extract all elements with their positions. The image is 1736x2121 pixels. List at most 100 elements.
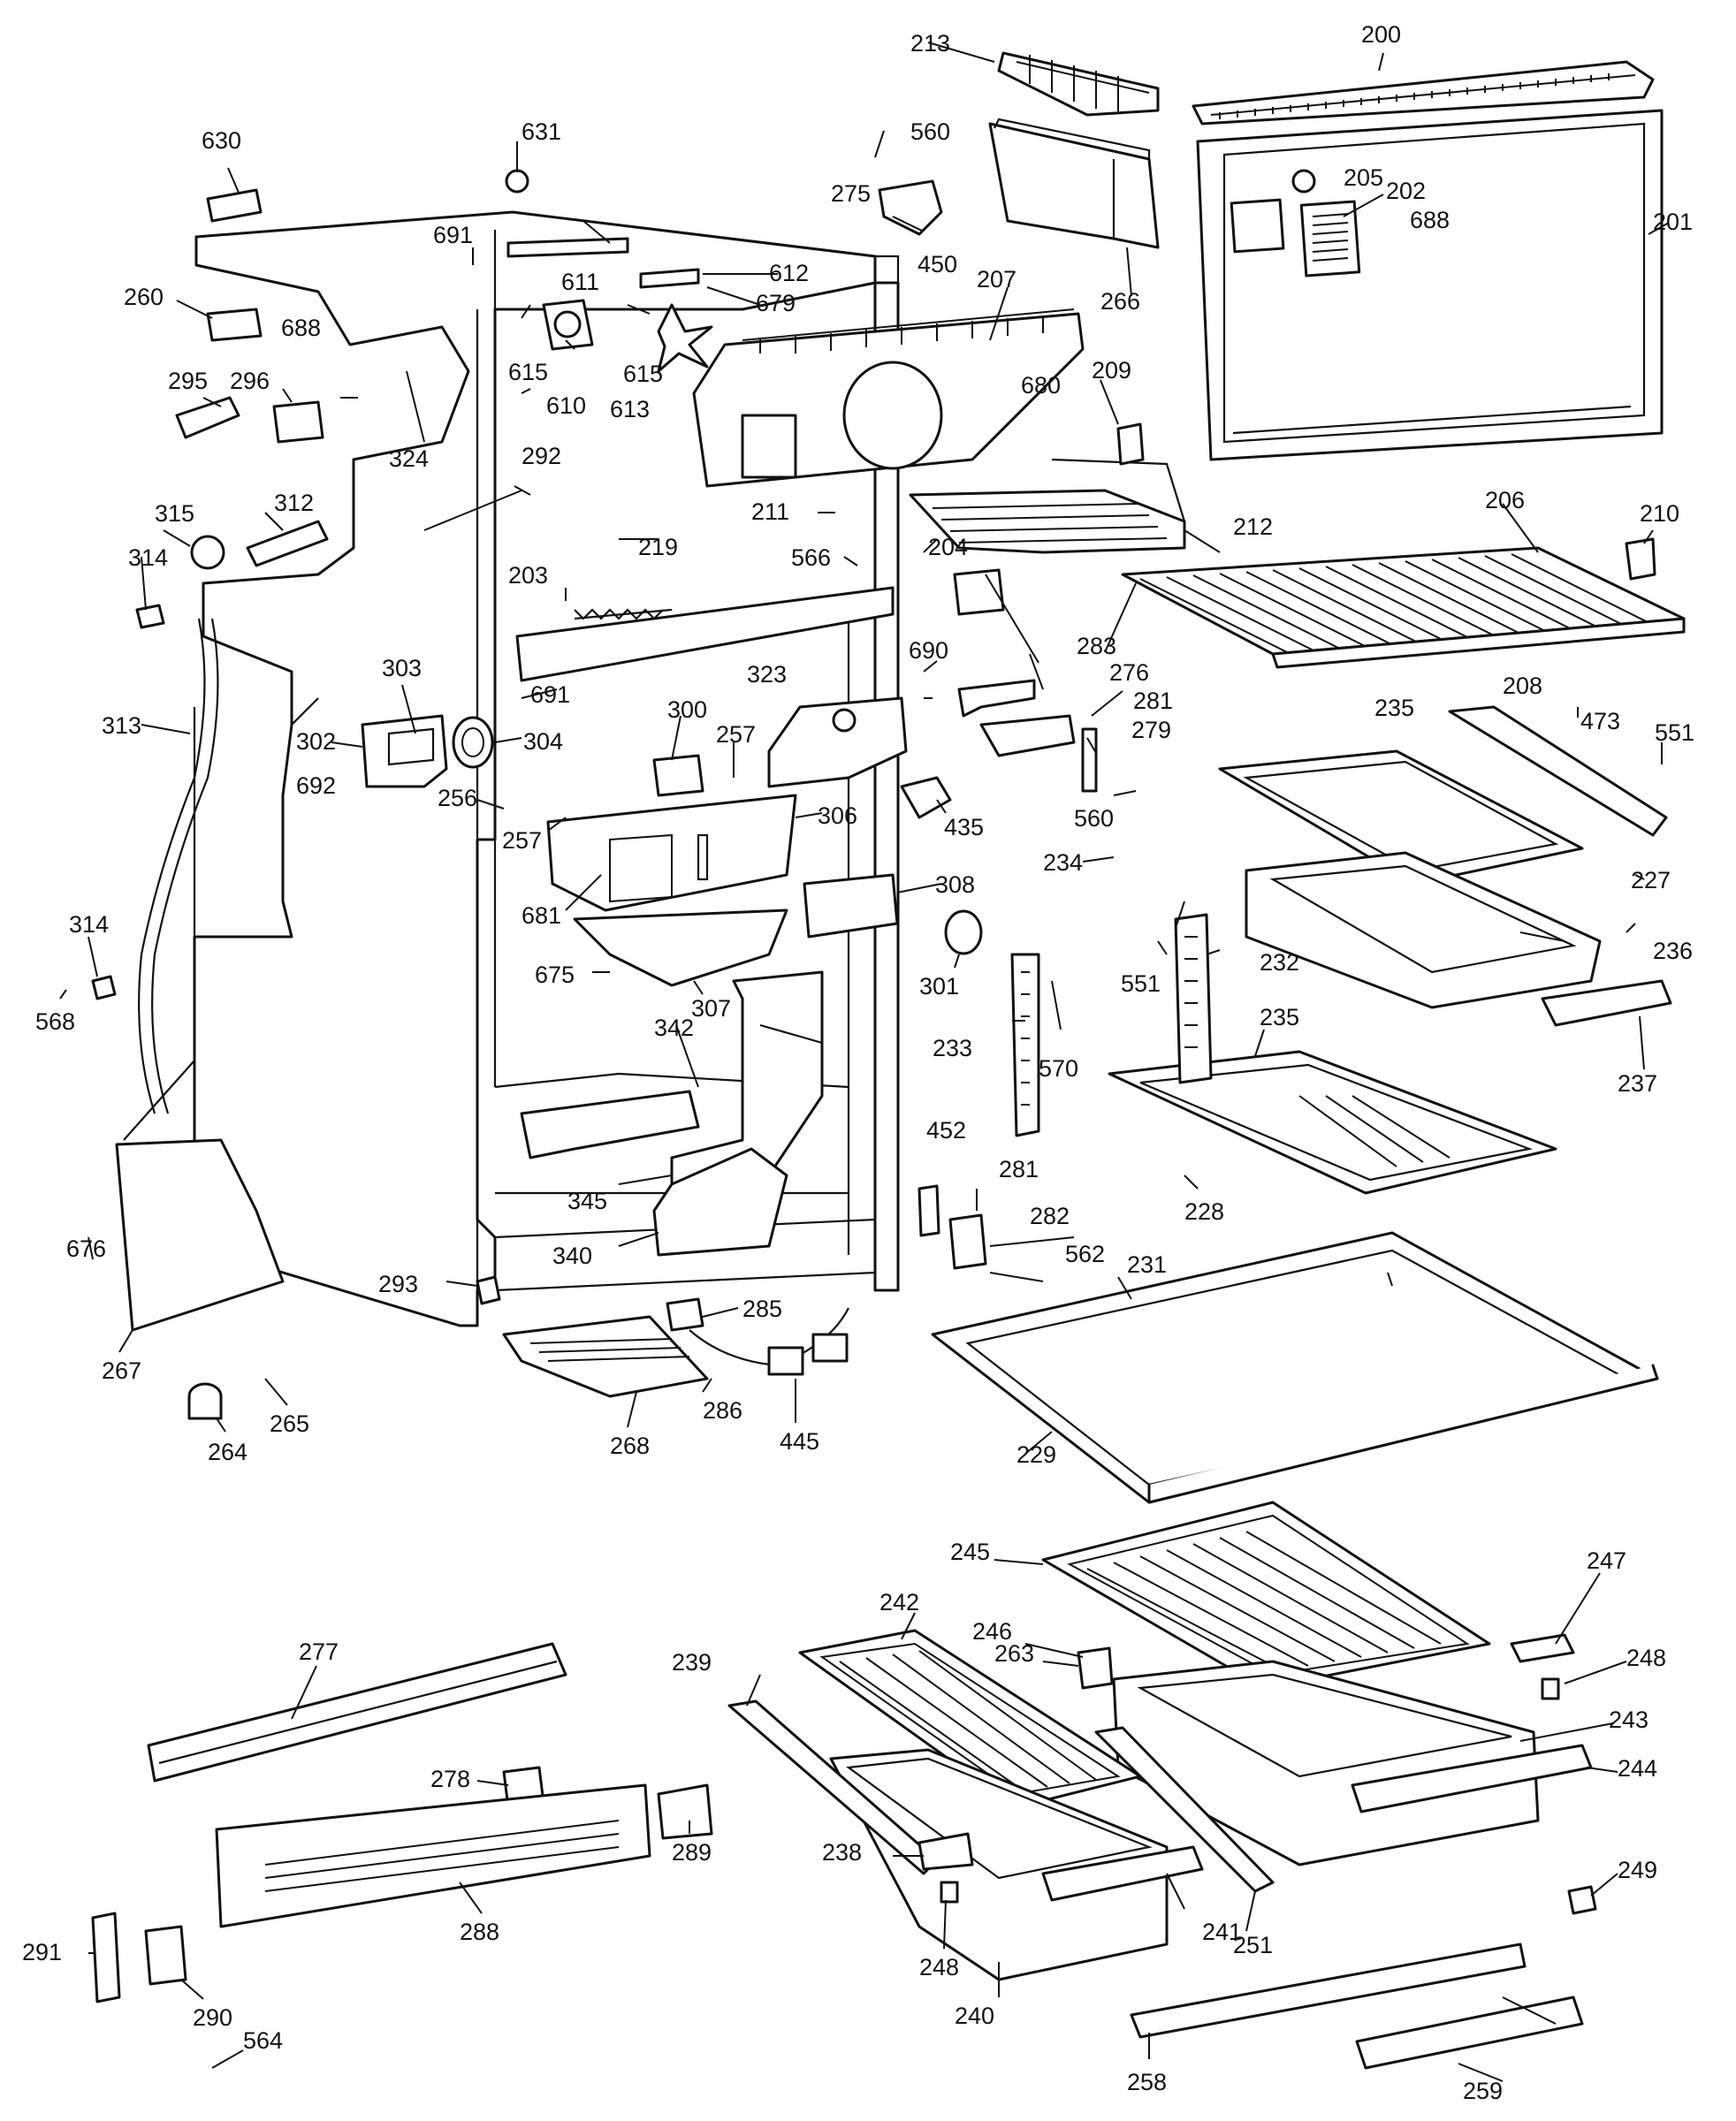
callout-235: 235 [1374,695,1414,721]
callout-342: 342 [654,1015,694,1041]
callout-314b: 314 [69,911,109,938]
evaporator-cover-207 [692,308,1085,488]
grille-clip-289 [657,1783,713,1840]
shelf-ladder-232 [1174,913,1213,1084]
callout-232: 232 [1260,949,1299,976]
callout-562: 562 [1065,1241,1105,1267]
bracket-630 [206,188,263,223]
callout-560: 560 [910,118,950,145]
callout-450: 450 [917,251,957,277]
callout-204: 204 [928,534,968,560]
callout-211: 211 [751,498,789,525]
callout-345: 345 [567,1188,607,1214]
channel-support-342 [520,1090,700,1159]
bracket-612 [639,268,700,289]
callout-551b: 551 [1121,970,1161,997]
callout-452: 452 [926,1117,966,1144]
callout-281b: 281 [999,1156,1039,1182]
shelf-ladder-233 [1010,953,1040,1137]
callout-219: 219 [638,534,678,560]
callout-293: 293 [378,1271,418,1297]
drain-fitting-295 [175,396,240,439]
callout-615b: 615 [623,361,663,387]
drain-tube-313 [138,618,206,1114]
callout-264: 264 [208,1439,247,1465]
callout-312: 312 [274,490,314,516]
callout-688b: 688 [1410,207,1450,233]
callout-281: 281 [1133,688,1173,714]
end-cap-249 [1567,1885,1597,1915]
hinge-pin-279 [1081,727,1098,793]
callout-210: 210 [1640,500,1679,527]
callout-206: 206 [1485,487,1525,513]
callout-258: 258 [1127,2069,1167,2095]
base-rail-277 [147,1642,567,1783]
bracket-204 [953,568,1005,616]
callout-203: 203 [508,562,548,589]
back-panel-267 [115,1138,285,1332]
callout-288: 288 [460,1919,499,1945]
clip-263 [1077,1646,1114,1690]
callout-631: 631 [522,118,561,145]
roller-264 [187,1382,223,1420]
drain-tube-313-b [151,618,219,1114]
callout-201: 201 [1653,209,1693,235]
callout-277: 277 [299,1638,339,1665]
shelf-bracket-210 [1625,537,1656,581]
hinge-283 [957,679,1076,757]
callout-612: 612 [769,260,809,286]
light-shield-306 [546,794,797,912]
callout-679: 679 [756,290,796,316]
callout-615: 615 [508,359,548,385]
callout-228: 228 [1184,1198,1224,1225]
bottom-hinge-282 [948,1213,987,1270]
nut-631 [505,169,529,194]
callout-283: 283 [1077,633,1116,659]
callout-570: 570 [1039,1055,1078,1082]
callout-248b: 248 [919,1954,959,1980]
callout-249: 249 [1618,1857,1657,1883]
callout-267: 267 [102,1357,141,1384]
switch-plate-308 [803,873,899,939]
callout-473: 473 [1580,708,1620,734]
callout-276: 276 [1109,659,1149,686]
clip-314-lower [91,975,117,1000]
motor-bracket-611 [506,237,629,258]
callout-256: 256 [438,785,477,811]
callout-263: 263 [994,1640,1034,1667]
callout-610: 610 [546,392,586,419]
cabinet [123,210,900,1327]
crisper-cover-245 [1041,1501,1491,1690]
grille-end-290 [144,1925,187,1986]
callout-301: 301 [919,973,959,1000]
callout-260: 260 [124,284,164,310]
callout-676: 676 [66,1235,106,1262]
callout-630: 630 [202,127,241,154]
callout-291: 291 [22,1939,62,1965]
callout-234: 234 [1043,849,1083,876]
callout-681: 681 [522,902,561,929]
tube-260 [206,308,263,342]
callout-680: 680 [1021,372,1061,399]
leader-lines [59,42,1670,2082]
humidity-control-247 [1510,1633,1575,1663]
callout-313: 313 [102,712,141,739]
meat-pan-236 [1245,851,1602,1009]
callout-691: 691 [433,222,473,248]
callout-279: 279 [1131,717,1171,743]
clip-314 [135,604,165,629]
callout-205: 205 [1344,164,1383,191]
shim-452 [917,1184,940,1237]
ice-tray-shelf-212 [909,458,1186,554]
callout-241: 241 [1202,1919,1242,1945]
callout-551: 551 [1655,719,1694,746]
callout-202: 202 [1386,178,1426,204]
callout-207: 207 [977,266,1016,293]
callout-564: 564 [243,2027,283,2054]
shelf-support-473 [1448,705,1668,837]
callout-690: 690 [909,637,948,664]
callout-244: 244 [1618,1755,1657,1782]
callout-314: 314 [128,544,168,571]
callout-278: 278 [430,1766,470,1792]
callout-285: 285 [742,1296,782,1322]
